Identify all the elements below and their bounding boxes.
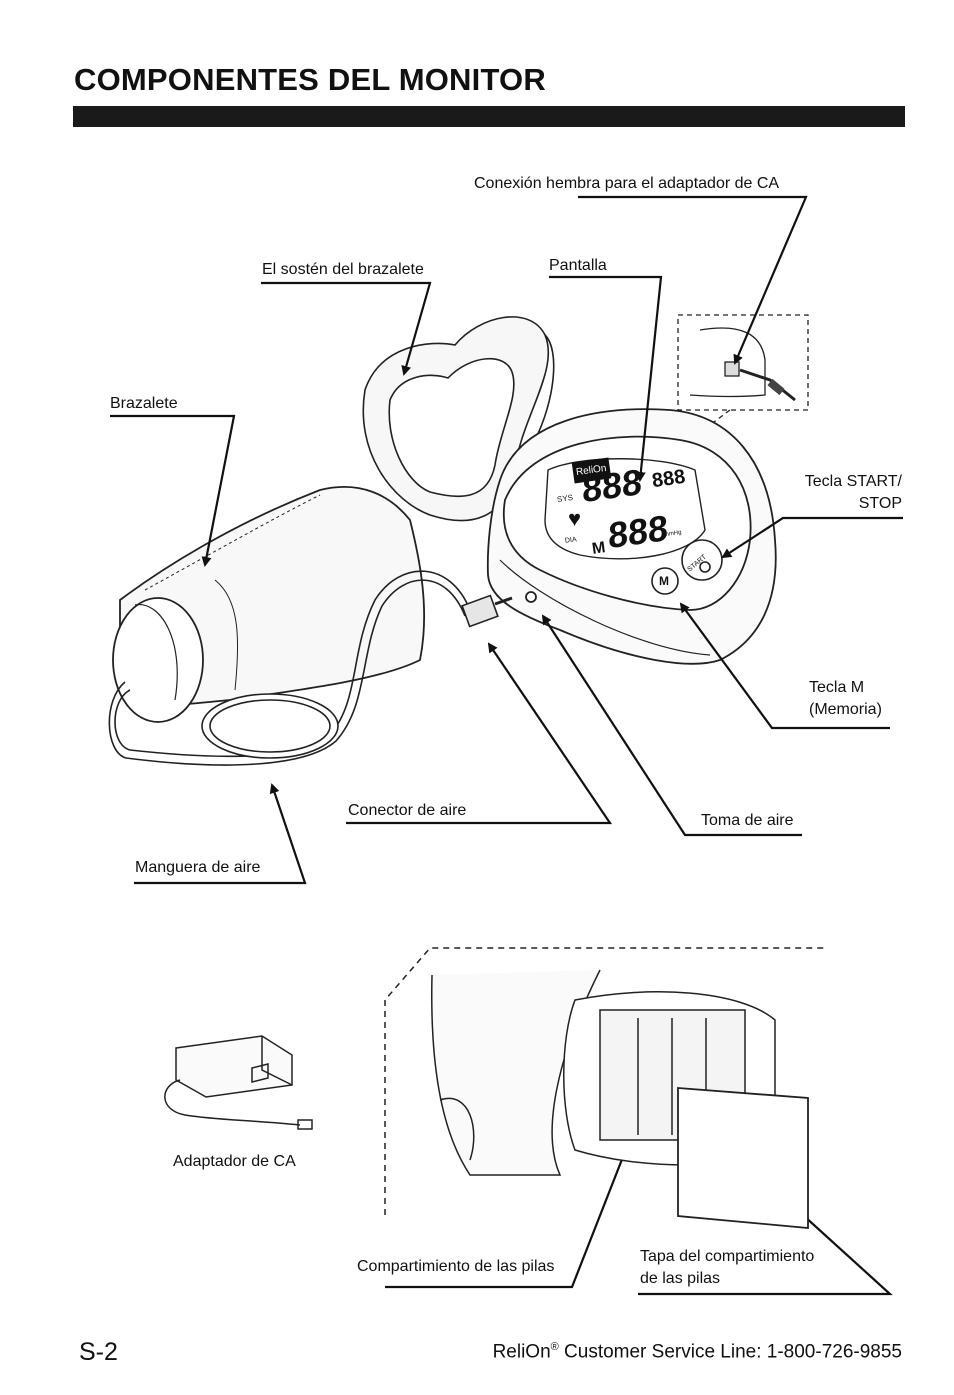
footer-brand: ReliOn [492, 1341, 551, 1363]
registered-mark: ® [550, 1341, 559, 1353]
label-battery-cover-line1: Tapa del compartimiento [640, 1248, 815, 1265]
dia-digits: 888 [608, 506, 668, 557]
label-air-jack: Toma de aire [701, 812, 794, 829]
page-title: COMPONENTES DEL MONITOR [74, 62, 546, 97]
cuff-drawing [112, 486, 425, 723]
footer-service-text: Customer Service Line: 1-800-726-9855 [564, 1341, 902, 1363]
start-button-drawing [681, 539, 723, 581]
pulse-digits: 888 [650, 465, 687, 493]
label-battery-compartment: Compartimiento de las pilas [357, 1258, 555, 1275]
title-underline-bar [73, 106, 905, 127]
label-m-key-line2: (Memoria) [809, 701, 882, 718]
m-button-drawing [651, 567, 679, 595]
ac-adapter-drawing [164, 1035, 313, 1130]
memory-indicator: M [590, 539, 607, 558]
label-start-stop-line1: Tecla START/ [804, 473, 902, 490]
label-ac-jack: Conexión hembra para el adaptador de CA [474, 175, 780, 192]
battery-inset-drawing [384, 947, 826, 1229]
label-battery-cover-line2: de las pilas [640, 1270, 721, 1287]
m-button-text: M [659, 574, 669, 588]
label-start-stop-line2: STOP [858, 495, 902, 512]
unit-label: mmHg [663, 529, 682, 539]
heart-icon: ♥ [568, 506, 582, 531]
air-hose-drawing [108, 570, 513, 766]
label-display: Pantalla [549, 257, 607, 274]
ac-jack-inset [677, 314, 809, 441]
sys-digits: 888 [582, 460, 642, 511]
customer-service-line: ReliOn® Customer Service Line: 1-800-726… [493, 1341, 902, 1363]
label-cuff-holder: El sostén del brazalete [262, 261, 424, 278]
page-number: S-2 [79, 1338, 118, 1366]
label-cuff: Brazalete [110, 395, 178, 412]
label-ac-adapter: Adaptador de CA [173, 1153, 296, 1170]
label-air-connector: Conector de aire [348, 802, 467, 819]
label-air-hose: Manguera de aire [135, 859, 261, 876]
pointer-lines [110, 195, 903, 1296]
label-m-key-line1: Tecla M [809, 679, 865, 696]
